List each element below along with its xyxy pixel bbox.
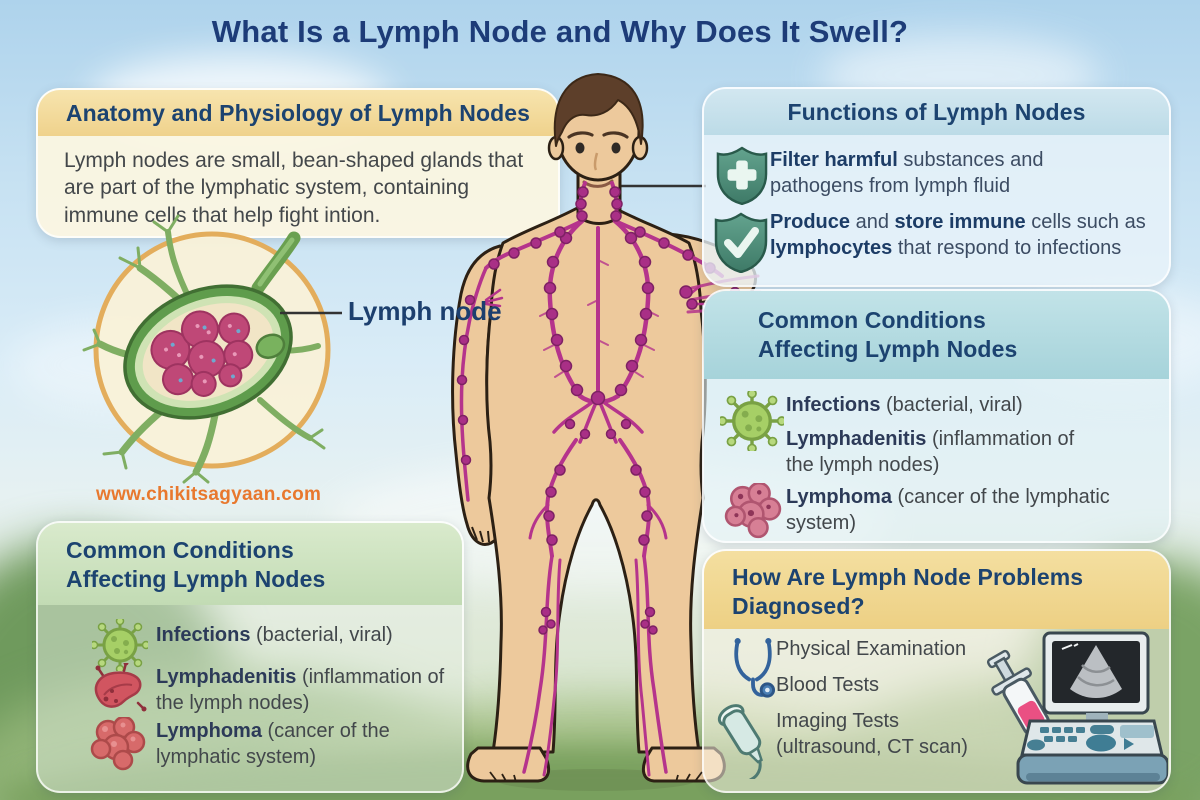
conditions-left-heading: Common Conditions Affecting Lymph Nodes bbox=[38, 523, 462, 605]
lymphoma-cells-icon bbox=[724, 483, 782, 539]
conditions-panel-left: Common Conditions Affecting Lymph Nodes … bbox=[36, 521, 464, 793]
anatomy-panel-heading: Anatomy and Physiology of Lymph Nodes bbox=[38, 90, 558, 136]
conditions-right-heading: Common Conditions Affecting Lymph Nodes bbox=[704, 291, 1169, 379]
stethoscope-icon bbox=[734, 638, 776, 698]
functions-panel: Functions of Lymph Nodes Filter harmful … bbox=[702, 87, 1171, 287]
cloud bbox=[10, 320, 230, 410]
function-item: Filter harmful substances and pathogens … bbox=[770, 149, 1044, 197]
conditions-panel-right: Common Conditions Affecting Lymph Nodes … bbox=[702, 289, 1171, 543]
lymphoma-cells-icon bbox=[90, 717, 146, 771]
hair bbox=[553, 73, 644, 147]
functions-heading: Functions of Lymph Nodes bbox=[704, 89, 1169, 135]
page-title: What Is a Lymph Node and Why Does It Swe… bbox=[211, 14, 909, 49]
condition-item: Infections (bacterial, viral) bbox=[156, 624, 393, 646]
diagnosis-panel: How Are Lymph Node Problems Diagnosed? P… bbox=[702, 549, 1171, 793]
shield-plus-icon bbox=[716, 146, 768, 205]
ultrasound-machine-icon bbox=[986, 631, 1168, 785]
inflamed-node-icon bbox=[94, 663, 147, 712]
shield-check-icon bbox=[714, 212, 768, 273]
function-item: Produce and store immune cells such as l… bbox=[770, 211, 1146, 259]
lymph-node-label: Lymph node bbox=[348, 296, 502, 326]
anatomy-panel-body: Lymph nodes are small, bean-shaped gland… bbox=[64, 149, 524, 227]
virus-icon bbox=[720, 391, 784, 451]
condition-item: Lymphadenitis (inflammation of the lymph… bbox=[786, 428, 1075, 476]
lymph-node-cross-section-icon bbox=[82, 214, 342, 484]
condition-item: Lymphoma (cancer of the lymphatic system… bbox=[156, 720, 390, 768]
diagnosis-item: Imaging Tests (ultrasound, CT scan) bbox=[776, 710, 968, 758]
condition-item: Lymphadenitis (inflammation of the lymph… bbox=[156, 666, 445, 714]
condition-item: Infections (bacterial, viral) bbox=[786, 394, 1023, 416]
ultrasound-probe-icon bbox=[717, 704, 763, 779]
diagnosis-item: Physical Examination bbox=[776, 638, 967, 660]
condition-item: Lymphoma (cancer of the lymphatic system… bbox=[786, 486, 1110, 534]
watermark-url: www.chikitsagyaan.com bbox=[96, 484, 322, 505]
diagnosis-heading: How Are Lymph Node Problems Diagnosed? bbox=[704, 551, 1169, 629]
anatomy-panel: Anatomy and Physiology of Lymph Nodes Ly… bbox=[36, 88, 560, 238]
